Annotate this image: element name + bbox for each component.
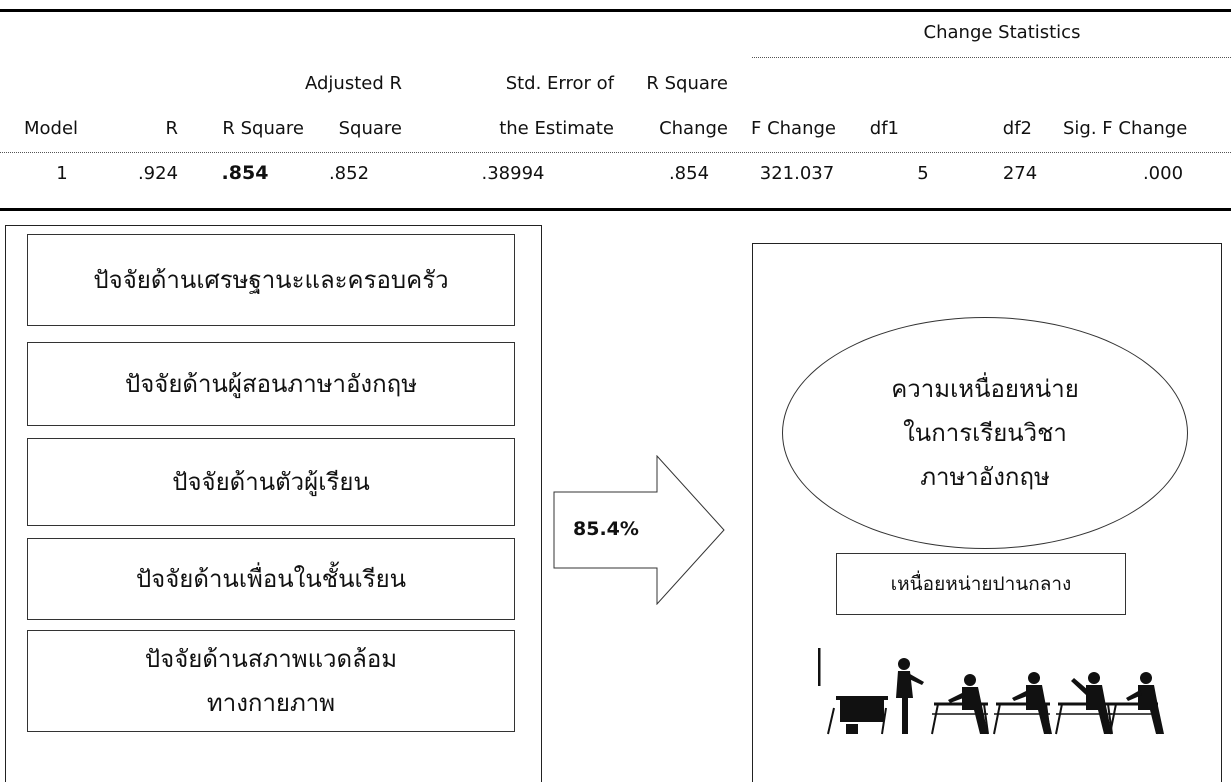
cell-r: .924 — [137, 163, 179, 184]
header-r: R — [165, 118, 178, 139]
classroom-silhouette-icon — [818, 648, 1164, 735]
outcome-oval: ความเหนื่อยหน่าย ในการเรียนวิชา ภาษาอังก… — [782, 317, 1188, 549]
factor-label-line1: ปัจจัยด้านสภาพแวดล้อม — [144, 645, 398, 673]
header-r-square: R Square — [222, 118, 304, 139]
change-statistics-header: Change Statistics — [923, 22, 1081, 43]
header-rsq-change-line1: R Square — [646, 73, 728, 94]
cell-rsq-change: .854 — [668, 163, 710, 184]
factor-label-line2: ทางกายภาพ — [206, 689, 336, 717]
factor-box-socioeconomic: ปัจจัยด้านเศรษฐานะและครอบครัว — [27, 234, 515, 326]
cell-model: 1 — [56, 163, 68, 184]
factor-box-classmates: ปัจจัยด้านเพื่อนในชั้นเรียน — [27, 538, 515, 620]
factor-label: ปัจจัยด้านตัวผู้เรียน — [172, 468, 370, 496]
outcome-level-box: เหนื่อยหน่ายปานกลาง — [836, 553, 1126, 615]
cell-df1: 5 — [917, 163, 929, 184]
factor-label: ปัจจัยด้านผู้สอนภาษาอังกฤษ — [124, 370, 418, 398]
explained-variance-label: 85.4% — [573, 518, 639, 540]
cell-adjusted-r-square: .852 — [328, 163, 370, 184]
outcome-line-1: ความเหนื่อยหน่าย — [891, 375, 1079, 403]
header-rsq-change-line2: Change — [659, 118, 728, 139]
header-df2: df2 — [1002, 118, 1032, 139]
header-std-error-line1: Std. Error of — [505, 73, 614, 94]
outcome-line-3: ภาษาอังกฤษ — [920, 463, 1050, 491]
header-adjusted-r-line2: Square — [338, 118, 402, 139]
table-bottom-rule — [0, 208, 1231, 211]
factor-box-learner: ปัจจัยด้านตัวผู้เรียน — [27, 438, 515, 526]
model-summary-table: Change Statistics Adjusted R Std. Error … — [0, 0, 1231, 212]
cell-df2: 274 — [1002, 163, 1038, 184]
header-f-change: F Change — [751, 118, 836, 139]
factor-label: ปัจจัยด้านเพื่อนในชั้นเรียน — [135, 565, 407, 593]
cell-sig: .000 — [1142, 163, 1184, 184]
factor-box-environment: ปัจจัยด้านสภาพแวดล้อม ทางกายภาพ — [27, 630, 515, 732]
header-std-error-line2: the Estimate — [499, 118, 614, 139]
header-underline — [0, 152, 1231, 153]
cell-r-square: .854 — [221, 162, 269, 184]
change-statistics-underline — [752, 57, 1231, 58]
outcome-line-2: ในการเรียนวิชา — [903, 419, 1067, 447]
factor-label: ปัจจัยด้านเศรษฐานะและครอบครัว — [93, 266, 449, 294]
block-arrow-icon — [553, 455, 725, 605]
header-model: Model — [24, 118, 79, 139]
header-df1: df1 — [869, 118, 899, 139]
header-sig-f-change: Sig. F Change — [1063, 118, 1188, 139]
cell-std-error: .38994 — [481, 163, 545, 184]
factor-box-teacher: ปัจจัยด้านผู้สอนภาษาอังกฤษ — [27, 342, 515, 426]
cell-f-change: 321.037 — [759, 163, 835, 184]
table-top-rule — [0, 9, 1231, 12]
header-adjusted-r-line1: Adjusted R — [305, 73, 402, 94]
outcome-level-label: เหนื่อยหน่ายปานกลาง — [890, 573, 1072, 595]
